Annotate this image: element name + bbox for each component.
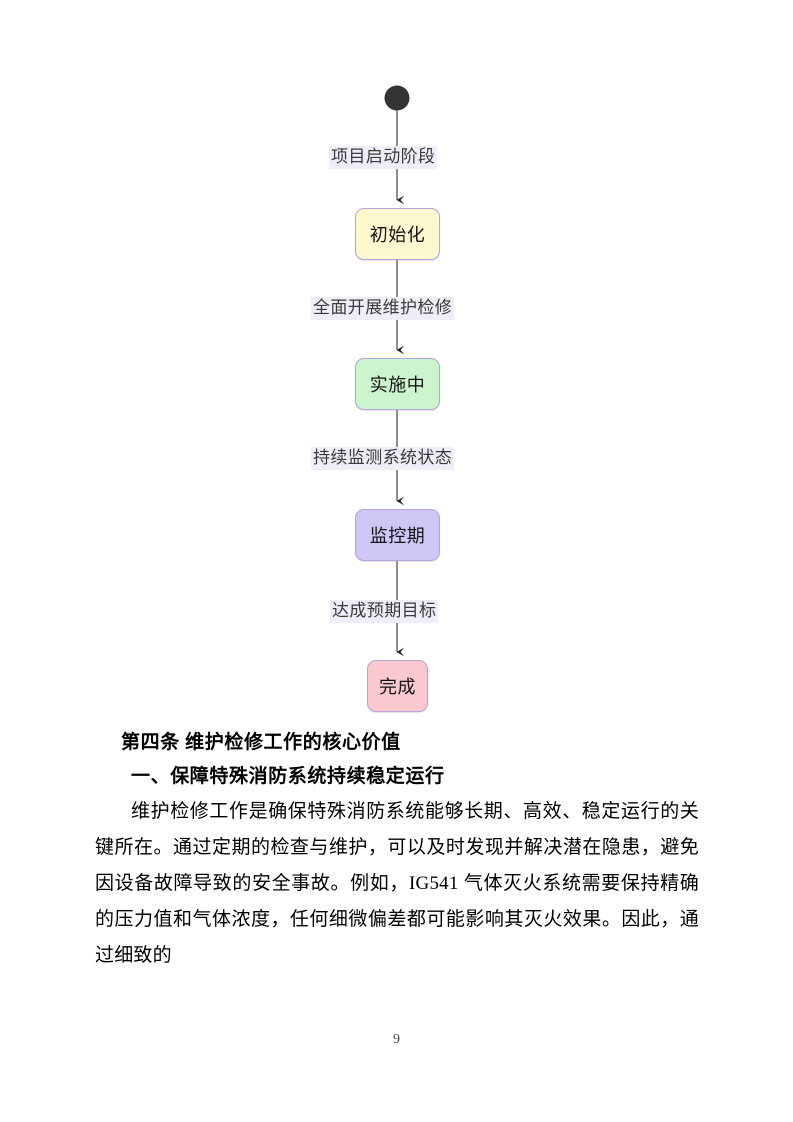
edge-label-running-to-monitoring: 持续监测系统状态	[311, 447, 455, 471]
state-node-done[interactable]: 完成	[367, 660, 428, 712]
start-node-circle	[384, 85, 410, 111]
section-heading: 第四条 维护检修工作的核心价值	[121, 732, 401, 753]
body-paragraph: 维护检修工作是确保特殊消防系统能够长期、高效、稳定运行的关键所在。通过定期的检查…	[95, 801, 699, 966]
edge-label-monitoring-to-done: 达成预期目标	[330, 600, 439, 624]
state-node-init[interactable]: 初始化	[355, 208, 440, 260]
edge-label-init-to-running: 全面开展维护检修	[311, 297, 455, 321]
state-diagram: 项目启动阶段 全面开展维护检修 持续监测系统状态 达成预期目标 初始化 实施中 …	[311, 85, 455, 712]
edge-label-start-to-init: 项目启动阶段	[329, 146, 438, 170]
page-number: 9	[393, 1032, 400, 1047]
section-subheading: 一、保障特殊消防系统持续稳定运行	[131, 766, 445, 787]
state-node-running[interactable]: 实施中	[355, 358, 440, 410]
state-node-monitoring[interactable]: 监控期	[355, 509, 440, 561]
document-body: 第四条 维护检修工作的核心价值 一、保障特殊消防系统持续稳定运行 维护检修工作是…	[95, 726, 699, 974]
